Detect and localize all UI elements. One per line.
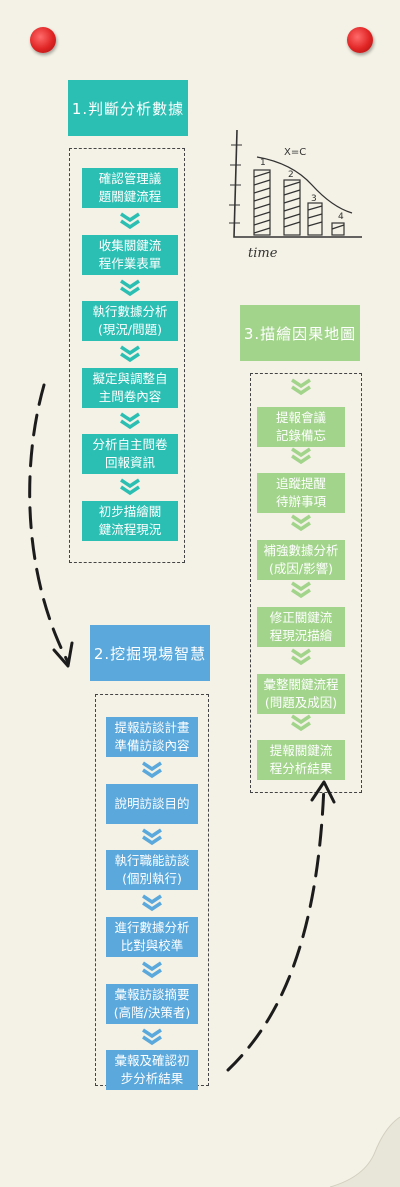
section3-step-4-label: 修正關鍵流 程現況描繪 xyxy=(269,610,333,643)
section2-step-6: 彙報及確認初 步分析結果 xyxy=(106,1050,198,1090)
section2-chevron-3-icon xyxy=(142,894,162,912)
section1-step-3: 執行數據分析 (現況/問題) xyxy=(82,301,178,341)
section1-frame xyxy=(69,148,185,563)
section1-chevron-4-icon xyxy=(120,412,140,430)
section2-step-1-label: 提報訪談計畫 準備訪談內容 xyxy=(114,720,190,753)
section1-step-4-label: 擬定與調整自 主問卷內容 xyxy=(92,371,168,404)
section2-title: 2.挖掘現場智慧 xyxy=(90,625,210,681)
section1-step-1-label: 確認管理議 題關鍵流程 xyxy=(98,171,162,204)
page-curl-icon xyxy=(329,1116,400,1187)
section3-step-1-label: 提報會議 記錄備忘 xyxy=(275,410,326,443)
section2-step-4: 進行數據分析 比對與校準 xyxy=(106,917,198,957)
section3-step-5-label: 彙整關鍵流程 (問題及成因) xyxy=(263,677,339,710)
section3-step-6-label: 提報關鍵流 程分析結果 xyxy=(269,743,333,776)
section3-chevron-2-icon xyxy=(291,514,311,532)
section3-chevron-4-icon xyxy=(291,648,311,666)
section2-step-2-label: 說明訪談目的 xyxy=(114,796,190,811)
section2-chevron-5-icon xyxy=(142,1028,162,1046)
section3-step-3-label: 補強數據分析 (成因/影響) xyxy=(263,543,339,576)
section3-chevron-0-icon xyxy=(291,378,311,396)
sketch-axis-label: time xyxy=(248,246,278,261)
section1-step-2: 收集關鍵流 程作業表單 xyxy=(82,235,178,275)
section3-step-3: 補強數據分析 (成因/影響) xyxy=(257,540,345,580)
section2-chevron-1-icon xyxy=(142,761,162,779)
section1-step-6-label: 初步描繪關 鍵流程現況 xyxy=(98,504,162,537)
section3-step-6: 提報關鍵流 程分析結果 xyxy=(257,740,345,780)
section2-chevron-2-icon xyxy=(142,828,162,846)
section3-step-5: 彙整關鍵流程 (問題及成因) xyxy=(257,674,345,714)
section2-step-6-label: 彙報及確認初 步分析結果 xyxy=(114,1053,190,1086)
section3-frame xyxy=(250,373,362,793)
sketch-chart-doodle: 1 2 3 4 X=C time xyxy=(229,129,362,261)
section3-title: 3.描繪因果地圖 xyxy=(240,305,360,361)
section1-title: 1.判斷分析數據 xyxy=(68,80,188,136)
sketch-bar-label-4: 4 xyxy=(338,212,344,222)
section3-step-4: 修正關鍵流 程現況描繪 xyxy=(257,607,345,647)
section2-step-3: 執行職能訪談 (個別執行) xyxy=(106,850,198,890)
section2-step-4-label: 進行數據分析 比對與校準 xyxy=(114,920,190,953)
section1-step-5: 分析自主問卷 回報資訊 xyxy=(82,434,178,474)
section3-chevron-1-icon xyxy=(291,447,311,465)
sketch-bar-label-2: 2 xyxy=(288,170,294,180)
section1-chevron-2-icon xyxy=(120,279,140,297)
pushpin-left-icon xyxy=(30,27,56,53)
section3-chevron-3-icon xyxy=(291,581,311,599)
section2-step-5-label: 彙報訪談摘要 (高階/決策者) xyxy=(113,987,191,1020)
section2-step-5: 彙報訪談摘要 (高階/決策者) xyxy=(106,984,198,1024)
sketch-formula: X=C xyxy=(284,147,306,158)
section2-step-3-label: 執行職能訪談 (個別執行) xyxy=(114,853,190,886)
section1-step-1: 確認管理議 題關鍵流程 xyxy=(82,168,178,208)
sketch-bar-label-3: 3 xyxy=(311,194,317,204)
section3-title-text: 3.描繪因果地圖 xyxy=(243,324,357,343)
section1-chevron-3-icon xyxy=(120,345,140,363)
section1-step-5-label: 分析自主問卷 回報資訊 xyxy=(92,437,168,470)
section2-step-1: 提報訪談計畫 準備訪談內容 xyxy=(106,717,198,757)
pushpin-right-icon xyxy=(347,27,373,53)
section2-step-2: 說明訪談目的 xyxy=(106,784,198,824)
section1-title-text: 1.判斷分析數據 xyxy=(71,99,185,118)
section3-step-2-label: 追蹤提醒 待辦事項 xyxy=(275,476,326,509)
section3-step-2: 追蹤提醒 待辦事項 xyxy=(257,473,345,513)
section1-step-3-label: 執行數據分析 (現況/問題) xyxy=(92,304,168,337)
sketch-bar-label-1: 1 xyxy=(260,158,266,168)
section1-step-2-label: 收集關鍵流 程作業表單 xyxy=(98,238,162,271)
section2-chevron-4-icon xyxy=(142,961,162,979)
section3-step-1: 提報會議 記錄備忘 xyxy=(257,407,345,447)
section2-title-text: 2.挖掘現場智慧 xyxy=(93,644,207,663)
section1-step-4: 擬定與調整自 主問卷內容 xyxy=(82,368,178,408)
section1-chevron-5-icon xyxy=(120,478,140,496)
section1-chevron-1-icon xyxy=(120,212,140,230)
section3-chevron-5-icon xyxy=(291,714,311,732)
section1-step-6: 初步描繪關 鍵流程現況 xyxy=(82,501,178,541)
